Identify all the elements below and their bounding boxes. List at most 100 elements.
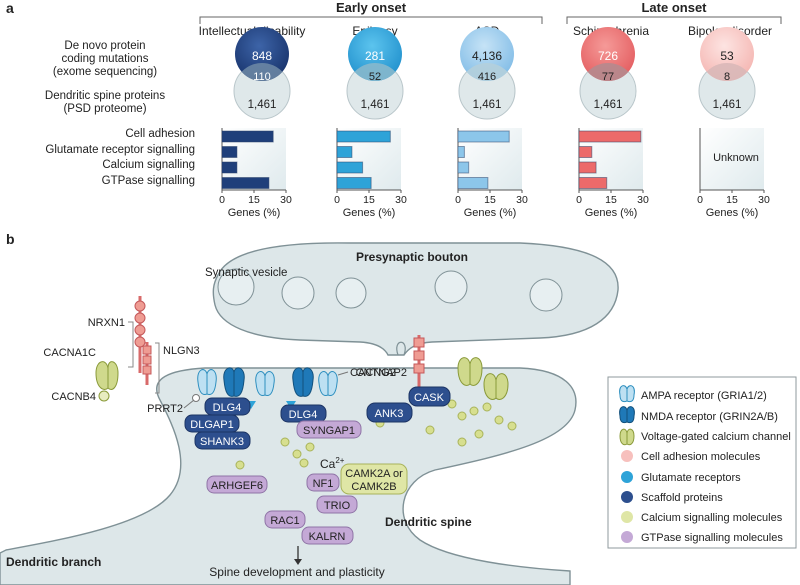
nmda-receptor-icon xyxy=(619,406,635,424)
synaptic-vesicle xyxy=(434,270,468,304)
svg-text:(exome sequencing): (exome sequencing) xyxy=(53,66,157,78)
presynaptic-bouton: Presynaptic bouton Synaptic vesicle xyxy=(205,242,619,356)
svg-text:CASK: CASK xyxy=(414,392,445,404)
synaptic-vesicle xyxy=(217,268,255,306)
tick-label: 0 xyxy=(219,194,225,206)
svg-text:DLG4: DLG4 xyxy=(289,409,318,421)
legend-label: Scaffold proteins xyxy=(641,492,723,504)
tick-label: 0 xyxy=(697,194,703,206)
svg-text:ARHGEF6: ARHGEF6 xyxy=(211,480,263,492)
legend-dot-calcium xyxy=(621,511,633,523)
svg-text:SHANK3: SHANK3 xyxy=(200,436,244,448)
protein-ank3: ANK3 xyxy=(366,402,413,423)
legend-label: GTPase signalling molecules xyxy=(641,532,783,544)
cacna1c-label: CACNA1C xyxy=(43,347,96,359)
bar xyxy=(336,146,353,158)
spine-count: 1,461 xyxy=(473,99,502,111)
spine-count: 1,461 xyxy=(594,99,623,111)
calcium-label: Ca2+ xyxy=(320,456,345,471)
svg-text:SYNGAP1: SYNGAP1 xyxy=(303,425,355,437)
legend: AMPA receptor (GRIA1/2) NMDA receptor (G… xyxy=(607,376,797,549)
row-label-spine: Dendritic spine proteins (PSD proteome) xyxy=(45,90,165,115)
tick-label: 15 xyxy=(726,194,738,206)
protein-kalrn: KALRN xyxy=(301,526,354,545)
tick-label: 0 xyxy=(576,194,582,206)
unknown-label: Unknown xyxy=(713,152,759,164)
tick-label: 15 xyxy=(605,194,617,206)
svg-text:Cell adhesion: Cell adhesion xyxy=(125,128,195,140)
tick-label: 30 xyxy=(395,194,407,206)
calcium-ions xyxy=(235,399,517,470)
spine-count: 1,461 xyxy=(713,99,742,111)
bar xyxy=(578,161,597,174)
svg-text:KALRN: KALRN xyxy=(309,531,346,543)
disorder-column-asd: ASD 4,136 416 1,461 xyxy=(458,24,516,120)
receptor-cluster-right: CACNG2 xyxy=(286,367,396,409)
tick-label: 0 xyxy=(455,194,461,206)
synaptic-vesicle xyxy=(529,278,563,312)
cacna1c-channel: CACNA1C CACNB4 xyxy=(43,347,119,403)
legend-label: NMDA receptor (GRIN2A/B) xyxy=(641,411,778,423)
calcium-channels-right xyxy=(457,357,509,400)
bar xyxy=(457,146,465,158)
legend-dot-cell-adhesion xyxy=(621,450,633,462)
bar xyxy=(457,161,470,174)
late-onset-bracket: Late onset xyxy=(566,0,782,24)
cacng2-label: CACNG2 xyxy=(350,367,396,379)
protein-camk2a-camk2b: CAMK2A or CAMK2B xyxy=(340,463,408,495)
dendritic-spine-label: Dendritic spine xyxy=(385,515,472,529)
synaptic-vesicle xyxy=(335,277,367,309)
bar xyxy=(221,161,238,174)
overlap-count: 77 xyxy=(602,71,614,83)
overlap-region xyxy=(235,63,289,81)
svg-text:CAMK2B: CAMK2B xyxy=(351,481,396,493)
mutation-count: 281 xyxy=(365,49,385,63)
svg-text:Calcium signalling: Calcium signalling xyxy=(102,159,195,171)
overlap-region xyxy=(581,63,635,81)
protein-dlg4-b: DLG4 xyxy=(280,404,327,423)
bar xyxy=(578,130,642,143)
ampa-receptor-icon xyxy=(619,385,635,403)
panel-b-label: b xyxy=(6,231,15,247)
bar xyxy=(457,130,510,143)
x-axis-label: Genes (%) xyxy=(585,207,638,219)
tick-label: 0 xyxy=(334,194,340,206)
protein-shank3: SHANK3 xyxy=(194,431,251,450)
svg-text:Glutamate receptor signalling: Glutamate receptor signalling xyxy=(45,144,195,156)
legend-dot-scaffold xyxy=(621,491,633,503)
tick-label: 30 xyxy=(516,194,528,206)
svg-text:TRIO: TRIO xyxy=(324,500,351,512)
svg-text:NF1: NF1 xyxy=(313,478,334,490)
nrxn1-nlgn3-complex: NRXN1 NLGN3 xyxy=(88,296,200,394)
bar xyxy=(221,130,274,143)
svg-text:coding mutations: coding mutations xyxy=(62,53,149,65)
bar xyxy=(336,161,364,174)
cacnb4-label: CACNB4 xyxy=(51,391,96,403)
protein-syngap1: SYNGAP1 xyxy=(296,420,362,439)
calcium-channel-icon xyxy=(619,428,635,446)
tick-label: 15 xyxy=(484,194,496,206)
prrt2-label: PRRT2 xyxy=(147,403,183,415)
x-axis-label: Genes (%) xyxy=(706,207,759,219)
legend-label: Cell adhesion molecules xyxy=(641,451,761,463)
svg-text:(PSD proteome): (PSD proteome) xyxy=(63,103,146,115)
cntnap2: CNTNAP2 xyxy=(356,335,425,388)
disorder-column-epilepsy: Epilepsy 281 52 1,461 xyxy=(346,24,404,120)
synaptic-vesicle-label: Synaptic vesicle xyxy=(205,267,287,279)
legend-label: Glutamate receptors xyxy=(641,472,741,484)
svg-text:GTPase signalling: GTPase signalling xyxy=(102,175,195,187)
bar xyxy=(578,146,593,158)
tick-label: 30 xyxy=(758,194,770,206)
bar xyxy=(221,146,238,158)
tick-label: 30 xyxy=(637,194,649,206)
overlap-count: 416 xyxy=(478,71,496,83)
mutation-count: 4,136 xyxy=(472,49,502,63)
overlap-count: 52 xyxy=(369,71,381,83)
svg-text:CAMK2A or: CAMK2A or xyxy=(345,468,403,480)
dendritic-branch-label: Dendritic branch xyxy=(6,555,101,569)
